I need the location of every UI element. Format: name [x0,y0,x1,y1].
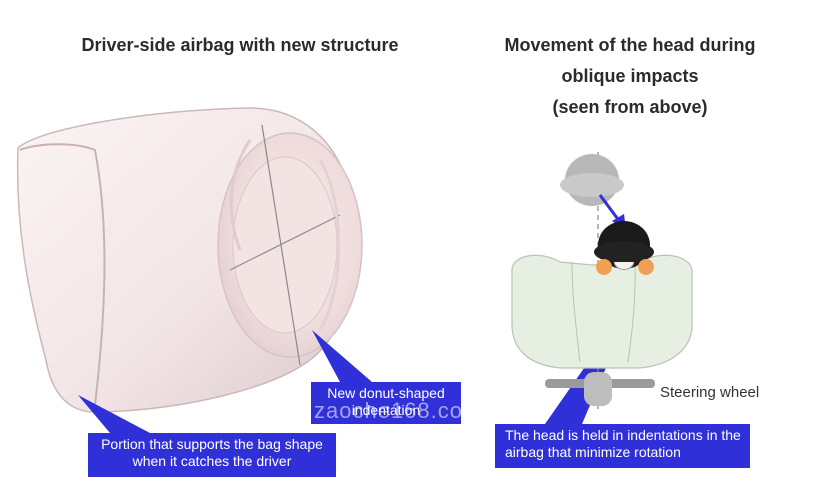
callout-head: The head is held in indentations in the … [495,424,750,468]
airbag-patch-left [596,259,612,275]
head-movement-diagram [511,152,693,412]
driver-body [511,254,693,369]
right-panel-title: Movement of the head during oblique impa… [460,30,800,123]
movement-arrow [598,194,622,223]
callout-portion: Portion that supports the bag shape when… [88,433,336,477]
left-panel-title: Driver-side airbag with new structure [81,35,399,55]
steering-wheel-label: Steering wheel [660,384,760,401]
airbag-illustration [16,107,363,413]
callout-pointer-donut [312,330,372,382]
airbag-patch-right [638,259,654,275]
watermark: zaoche168.com [314,398,483,423]
steering-column [584,372,612,406]
right-title-line-1: Movement of the head during [504,35,756,55]
callout-pointer-portion [78,395,150,433]
right-title-line-2: oblique impacts [561,66,699,86]
callout-donut: New donut-shaped indentation [311,382,461,424]
right-title-line-3: (seen from above) [552,97,708,117]
